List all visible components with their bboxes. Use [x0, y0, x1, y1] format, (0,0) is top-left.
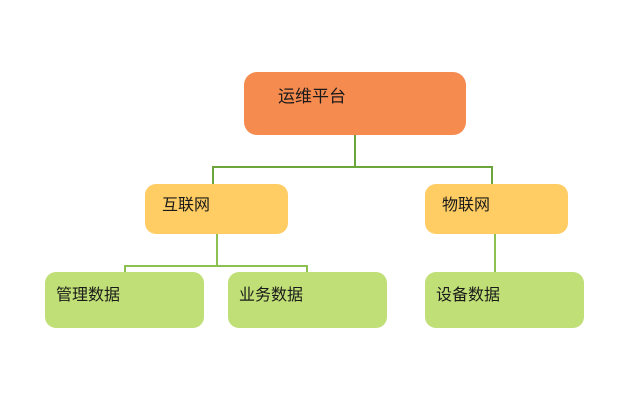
node-leaf-device-data[interactable]: 设备数据	[425, 272, 584, 328]
connector-root-to-iot	[491, 166, 493, 185]
node-leaf-management-data-label: 管理数据	[56, 285, 121, 304]
connector-root-to-internet	[212, 166, 214, 185]
node-branch-iot-label: 物联网	[442, 195, 491, 214]
connector-internet-to-management-data	[124, 265, 126, 273]
node-leaf-management-data[interactable]: 管理数据	[45, 272, 204, 328]
node-leaf-device-data-label: 设备数据	[436, 285, 501, 304]
connector-internet-drop	[216, 234, 218, 267]
connector-iot-to-device-data	[494, 234, 496, 273]
node-branch-iot[interactable]: 物联网	[425, 184, 568, 234]
node-leaf-business-data-label: 业务数据	[239, 285, 304, 304]
node-root-platform-label: 运维平台	[278, 87, 346, 107]
node-branch-internet-label: 互联网	[162, 195, 211, 214]
node-branch-internet[interactable]: 互联网	[145, 184, 288, 234]
node-root-platform[interactable]: 运维平台	[244, 72, 466, 135]
connector-internet-to-business-data	[306, 265, 308, 273]
connector-level2-bus	[124, 265, 308, 267]
connector-root-drop	[354, 135, 356, 168]
connector-level1-bus	[212, 166, 493, 168]
node-leaf-business-data[interactable]: 业务数据	[228, 272, 387, 328]
